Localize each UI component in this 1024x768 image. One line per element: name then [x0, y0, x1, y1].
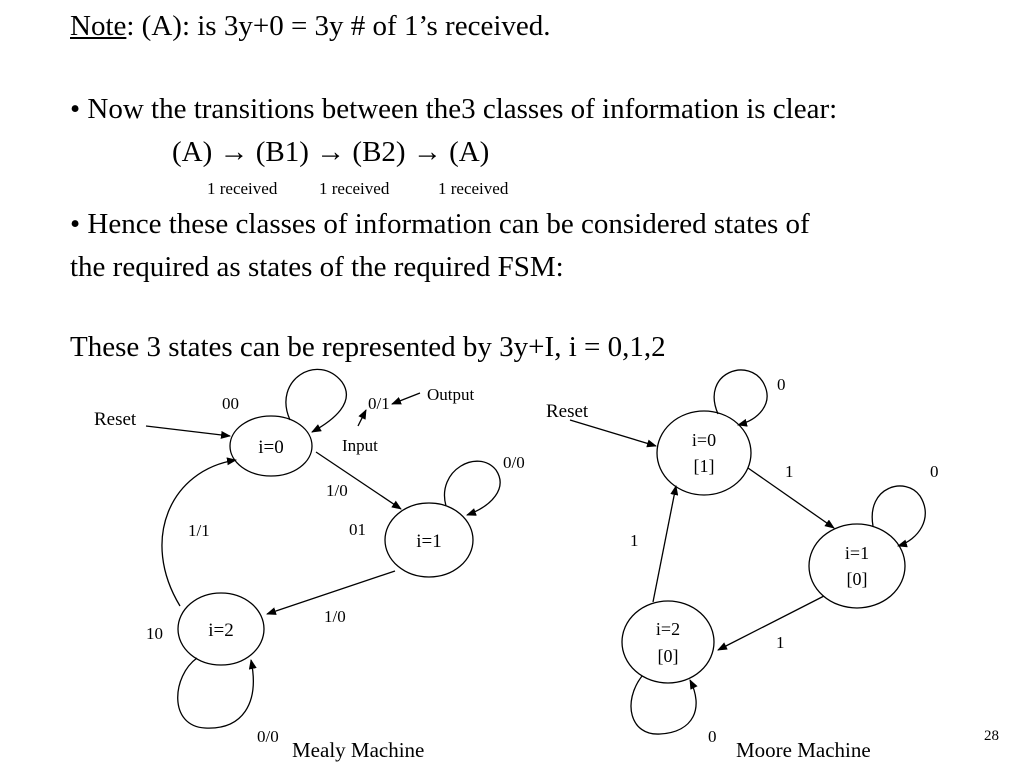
mealy-state-2-code: 10 — [146, 624, 163, 643]
mealy-state-0 — [229, 415, 313, 477]
mealy-loop-s1-label: 0/0 — [503, 453, 525, 472]
mealy-edge-s2-s0 — [161, 457, 237, 607]
moore-edge-q2-q0-label: 1 — [630, 531, 639, 550]
moore-state-2-label: i=2 — [656, 619, 680, 639]
input-pointer — [357, 409, 367, 427]
mealy-edge-s0-s1 — [315, 451, 402, 510]
mealy-edge-s1-s2-label: 1/0 — [324, 607, 346, 626]
moore-loop-q1-label: 0 — [930, 462, 939, 481]
moore-state-0-output: [1] — [694, 456, 715, 476]
transition-sequence: (A) → (B1) → (B2) → (A) — [172, 136, 490, 168]
note-line: Note: (A): is 3y+0 = 3y # of 1’s receive… — [70, 12, 551, 41]
moore-state-1-output: [0] — [847, 569, 868, 589]
mealy-state-0-label: i=0 — [258, 437, 284, 458]
mealy-edge-s2-s0-label: 1/1 — [188, 521, 210, 540]
input-annotation: Input — [342, 436, 378, 455]
mealy-loop-s2-label: 0/0 — [257, 727, 279, 746]
moore-edge-q1-q2 — [717, 595, 825, 651]
moore-loop-q2 — [630, 675, 698, 735]
moore-reset-label: Reset — [546, 401, 589, 422]
moore-loop-q0 — [713, 369, 768, 427]
mealy-edge-s0-s1-label: 1/0 — [326, 481, 348, 500]
page-number: 28 — [984, 728, 999, 744]
mealy-state-2 — [177, 592, 265, 666]
received-label-2: 1 received — [319, 179, 390, 198]
states-representation: These 3 states can be represented by 3y+… — [70, 331, 666, 363]
moore-edge-q2-q0 — [652, 485, 679, 603]
mealy-diagram: i=0 i=1 i=2 Reset 0/1 Output Input 00 01… — [94, 368, 525, 762]
mealy-edge-s1-s2 — [266, 570, 396, 615]
moore-reset-arrow — [569, 419, 657, 448]
moore-state-2 — [621, 600, 715, 684]
mealy-reset-arrow — [145, 425, 231, 439]
moore-state-1 — [808, 523, 906, 609]
bullet-transitions: • Now the transitions between the3 class… — [70, 93, 838, 125]
moore-diagram: i=0 [1] i=1 [0] i=2 [0] Reset 0 1 0 1 — [546, 369, 939, 762]
mealy-loop-s2 — [177, 657, 257, 729]
moore-edge-q0-q1 — [747, 467, 835, 529]
moore-state-0-label: i=0 — [692, 430, 716, 450]
note-label: Note — [70, 10, 127, 42]
moore-state-2-output: [0] — [658, 646, 679, 666]
mealy-title: Mealy Machine — [292, 738, 424, 762]
note-text: : (A): is 3y+0 = 3y # of 1’s received. — [126, 10, 551, 42]
mealy-state-1-code: 01 — [349, 520, 366, 539]
moore-loop-q1 — [871, 485, 926, 548]
received-label-3: 1 received — [438, 179, 509, 198]
bullet-states-line2: the required as states of the required F… — [70, 251, 564, 283]
output-pointer — [391, 392, 421, 405]
moore-loop-q0-label: 0 — [777, 375, 786, 394]
output-annotation: Output — [427, 385, 475, 404]
moore-edge-q0-q1-label: 1 — [785, 462, 794, 481]
moore-state-0 — [656, 410, 752, 496]
mealy-loop-s1 — [443, 460, 501, 516]
mealy-state-0-code: 00 — [222, 394, 239, 413]
mealy-state-1-label: i=1 — [416, 531, 442, 552]
received-label-1: 1 received — [207, 179, 278, 198]
moore-loop-q2-label: 0 — [708, 727, 717, 746]
mealy-loop-s0-label: 0/1 — [368, 394, 390, 413]
moore-edge-q1-q2-label: 1 — [776, 633, 785, 652]
mealy-loop-s0 — [285, 368, 348, 433]
mealy-reset-label: Reset — [94, 409, 137, 430]
mealy-state-1 — [384, 502, 474, 578]
moore-state-1-label: i=1 — [845, 543, 869, 563]
moore-title: Moore Machine — [736, 738, 871, 762]
bullet-states-line1: • Hence these classes of information can… — [70, 208, 810, 240]
mealy-state-2-label: i=2 — [208, 620, 234, 641]
